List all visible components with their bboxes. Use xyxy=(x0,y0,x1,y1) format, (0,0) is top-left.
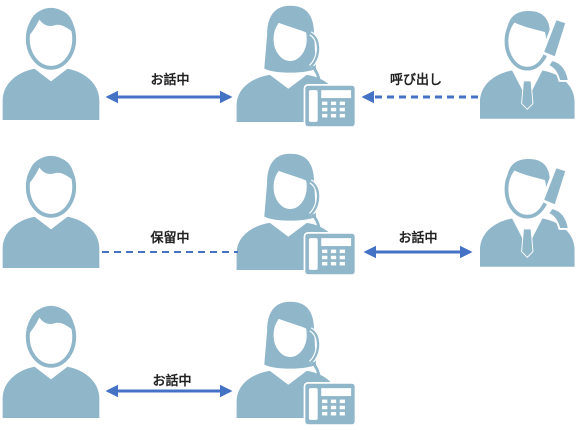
diagram-row-2: 保留中 お話中 xyxy=(2,154,577,276)
link-label: お話中 xyxy=(152,373,191,389)
person-icon xyxy=(2,154,100,268)
link-label: お話中 xyxy=(398,230,437,246)
desk-phone-icon xyxy=(303,382,357,426)
businessman-phone-icon xyxy=(480,9,577,120)
desk-phone-icon xyxy=(303,84,357,128)
person-icon xyxy=(2,304,100,418)
link-label: 呼び出し xyxy=(390,72,442,88)
person-icon xyxy=(2,6,100,120)
link-label: 保留中 xyxy=(149,230,189,246)
businessman-phone-icon xyxy=(480,157,577,268)
link-label: お話中 xyxy=(150,72,189,88)
diagram-row-1: お話中 呼び出し xyxy=(2,6,577,128)
desk-phone-icon xyxy=(303,232,357,276)
diagram-row-3: お話中 xyxy=(2,302,357,426)
